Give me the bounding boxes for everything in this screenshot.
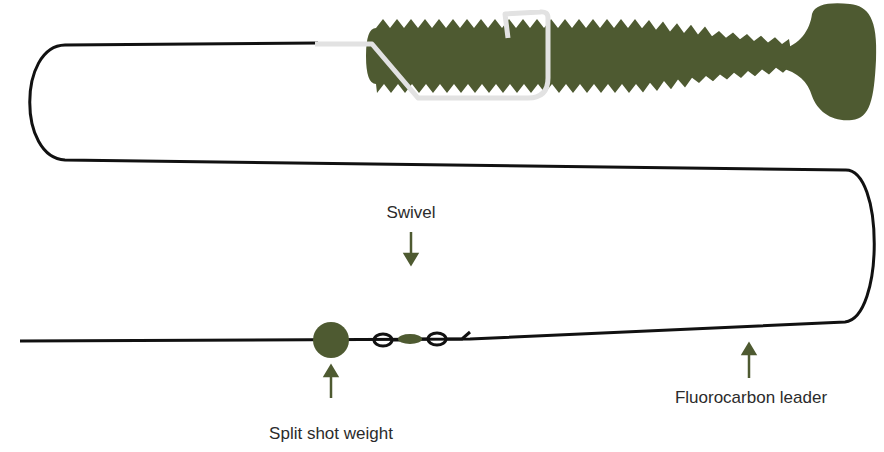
hook <box>315 12 548 98</box>
swivel-label: Swivel <box>386 203 435 223</box>
weight-label: Split shot weight <box>269 424 393 444</box>
soft-plastic-lure <box>366 3 876 120</box>
lure-tail <box>780 3 876 120</box>
split-shot-weight <box>313 322 349 358</box>
leader-arrows <box>325 232 755 398</box>
swivel <box>374 332 470 346</box>
fluorocarbon-leader-line <box>20 43 874 341</box>
swivel-barrel <box>398 334 422 344</box>
leader-label: Fluorocarbon leader <box>675 388 827 408</box>
lure-body <box>366 19 790 93</box>
